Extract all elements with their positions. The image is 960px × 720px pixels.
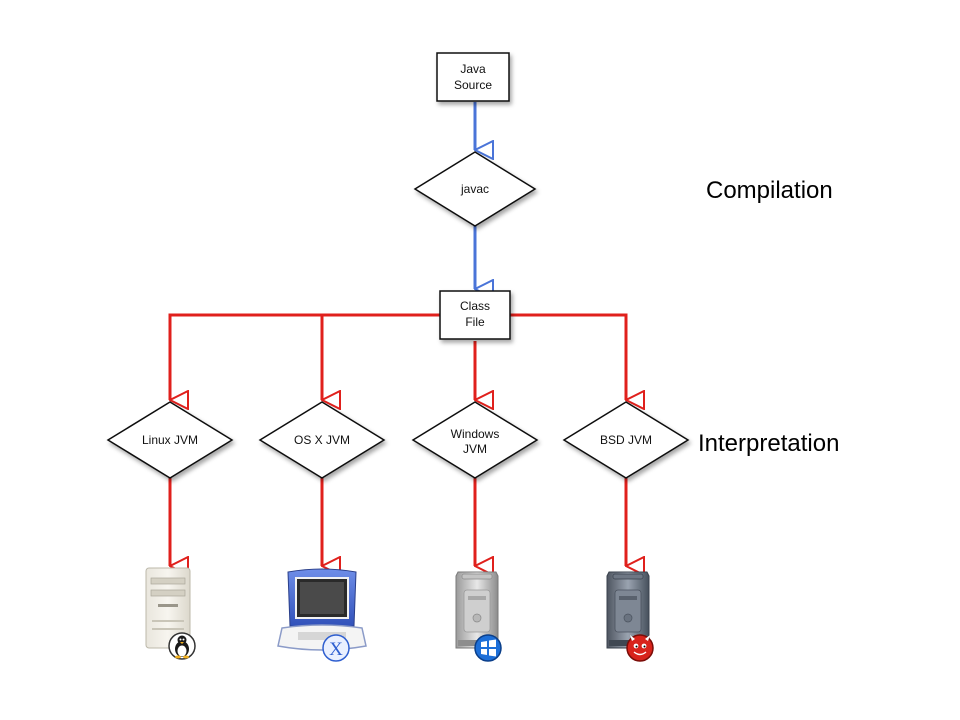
java-source-line1: Java [460, 62, 486, 76]
linux-jvm-label: Linux JVM [142, 433, 198, 447]
windows-jvm-line2: JVM [463, 442, 487, 456]
windows-jvm-line1: Windows [451, 427, 500, 441]
osx-jvm-label: OS X JVM [294, 433, 350, 447]
class-file-line1: Class [460, 299, 490, 313]
osx-jvm-node: OS X JVM [258, 401, 386, 479]
bsd-jvm-label: BSD JVM [600, 433, 652, 447]
javac-label: javac [460, 182, 489, 196]
macos-x-letter: X [329, 639, 343, 660]
interpretation-label: Interpretation [698, 430, 839, 457]
windows-logo-icon [474, 634, 502, 662]
windows-jvm-node: Windows JVM [411, 401, 539, 479]
linux-jvm-node: Linux JVM [106, 401, 234, 479]
javac-node: javac [413, 151, 537, 227]
bsd-powermac-machine [606, 571, 654, 662]
distribution-lines [168, 313, 626, 400]
tux-icon [168, 632, 196, 660]
windows-powermac-machine [455, 571, 502, 662]
class-file-line2: File [465, 315, 485, 329]
compilation-label: Compilation [706, 177, 833, 204]
jvm-to-machine-arrows [168, 478, 626, 566]
bsd-jvm-node: BSD JVM [562, 401, 690, 479]
mac-ibook-machine: X [277, 568, 367, 662]
class-file-node: Class File [439, 290, 511, 340]
macos-x-icon: X [322, 634, 350, 662]
java-source-line2: Source [454, 78, 492, 92]
linux-tower-machine [145, 567, 196, 660]
bsd-daemon-icon [626, 634, 654, 662]
java-source-node: Java Source [436, 52, 510, 102]
